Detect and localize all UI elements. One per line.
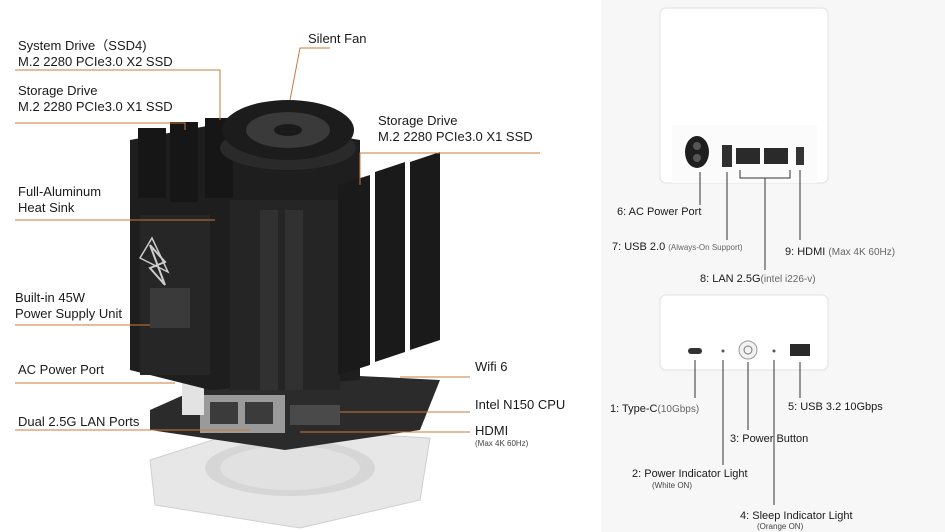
- ssd-right-group: [338, 152, 440, 375]
- heat-sink: [130, 120, 360, 390]
- storage-drive-left-label: Storage Drive M.2 2280 PCIe3.0 X1 SSD: [18, 83, 173, 115]
- psu-line2: Power Supply Unit: [15, 306, 122, 321]
- rear-usb2-sub: (Always-On Support): [668, 243, 743, 252]
- rear-usb2-label: 7: USB 2.0 (Always-On Support): [612, 240, 743, 255]
- rear-lan-sub: (intel i226-v): [760, 274, 816, 285]
- system-drive-line2: M.2 2280 PCIe3.0 X2 SSD: [18, 54, 173, 69]
- heat-sink-line2: Heat Sink: [18, 200, 75, 215]
- storage-drive-left-line1: Storage Drive: [18, 83, 98, 98]
- leader-lines-right: [694, 170, 801, 505]
- heat-sink-line1: Full-Aluminum: [18, 184, 102, 199]
- front-power-light-sub: (White ON): [652, 481, 692, 490]
- hdmi-label: HDMI: [475, 423, 509, 438]
- rear-hdmi-text: 9: HDMI: [785, 246, 826, 258]
- front-sleep-light-label: 4: Sleep Indicator Light: [740, 510, 853, 522]
- storage-drive-right-label: Storage Drive M.2 2280 PCIe3.0 X1 SSD: [378, 113, 533, 145]
- front-sleep-light-sub: (Orange ON): [757, 522, 804, 531]
- front-power-button-label: 3: Power Button: [730, 433, 809, 445]
- rear-hdmi-sub: (Max 4K 60Hz): [828, 247, 896, 258]
- rear-view: [659, 7, 829, 184]
- storage-drive-right-line2: M.2 2280 PCIe3.0 X1 SSD: [378, 129, 533, 144]
- rear-ac-label: 6: AC Power Port: [617, 206, 702, 218]
- rear-lan-label: 8: LAN 2.5G(intel i226-v): [700, 272, 816, 287]
- heat-sink-label: Full-Aluminum Heat Sink: [18, 184, 101, 216]
- front-typec-sub: (10Gbps): [657, 404, 700, 415]
- storage-drive-left-line2: M.2 2280 PCIe3.0 X1 SSD: [18, 99, 173, 114]
- rear-hdmi-label: 9: HDMI (Max 4K 60Hz): [785, 245, 895, 260]
- ssd-left-group: [138, 118, 233, 202]
- rear-usb2-text: 7: USB 2.0: [612, 241, 666, 253]
- silent-fan-label: Silent Fan: [308, 31, 367, 46]
- front-typec-text: 1: Type-C: [610, 403, 658, 415]
- lan-ports-label: Dual 2.5G LAN Ports: [18, 414, 140, 429]
- front-typec-label: 1: Type-C(10Gbps): [610, 402, 699, 417]
- hdmi-sub-label: (Max 4K 60Hz): [475, 439, 529, 448]
- silent-fan: [220, 100, 356, 170]
- cpu-label: Intel N150 CPU: [475, 397, 566, 412]
- ac-port-label: AC Power Port: [18, 362, 104, 377]
- psu-line1: Built-in 45W: [15, 290, 86, 305]
- storage-drive-right-line1: Storage Drive: [378, 113, 458, 128]
- system-drive-label: System Drive（SSD4) M.2 2280 PCIe3.0 X2 S…: [18, 38, 173, 70]
- system-drive-line1: System Drive（SSD4): [18, 38, 147, 53]
- front-usb32-label: 5: USB 3.2 10Gbps: [788, 401, 883, 413]
- leader-lines-left: [15, 47, 540, 433]
- front-power-light-label: 2: Power Indicator Light: [632, 468, 748, 480]
- psu-label: Built-in 45W Power Supply Unit: [15, 290, 122, 322]
- rear-lan-text: 8: LAN 2.5G: [700, 273, 761, 285]
- front-view: [659, 294, 829, 371]
- wifi-label: Wifi 6: [475, 359, 508, 374]
- base-plate: [149, 427, 431, 529]
